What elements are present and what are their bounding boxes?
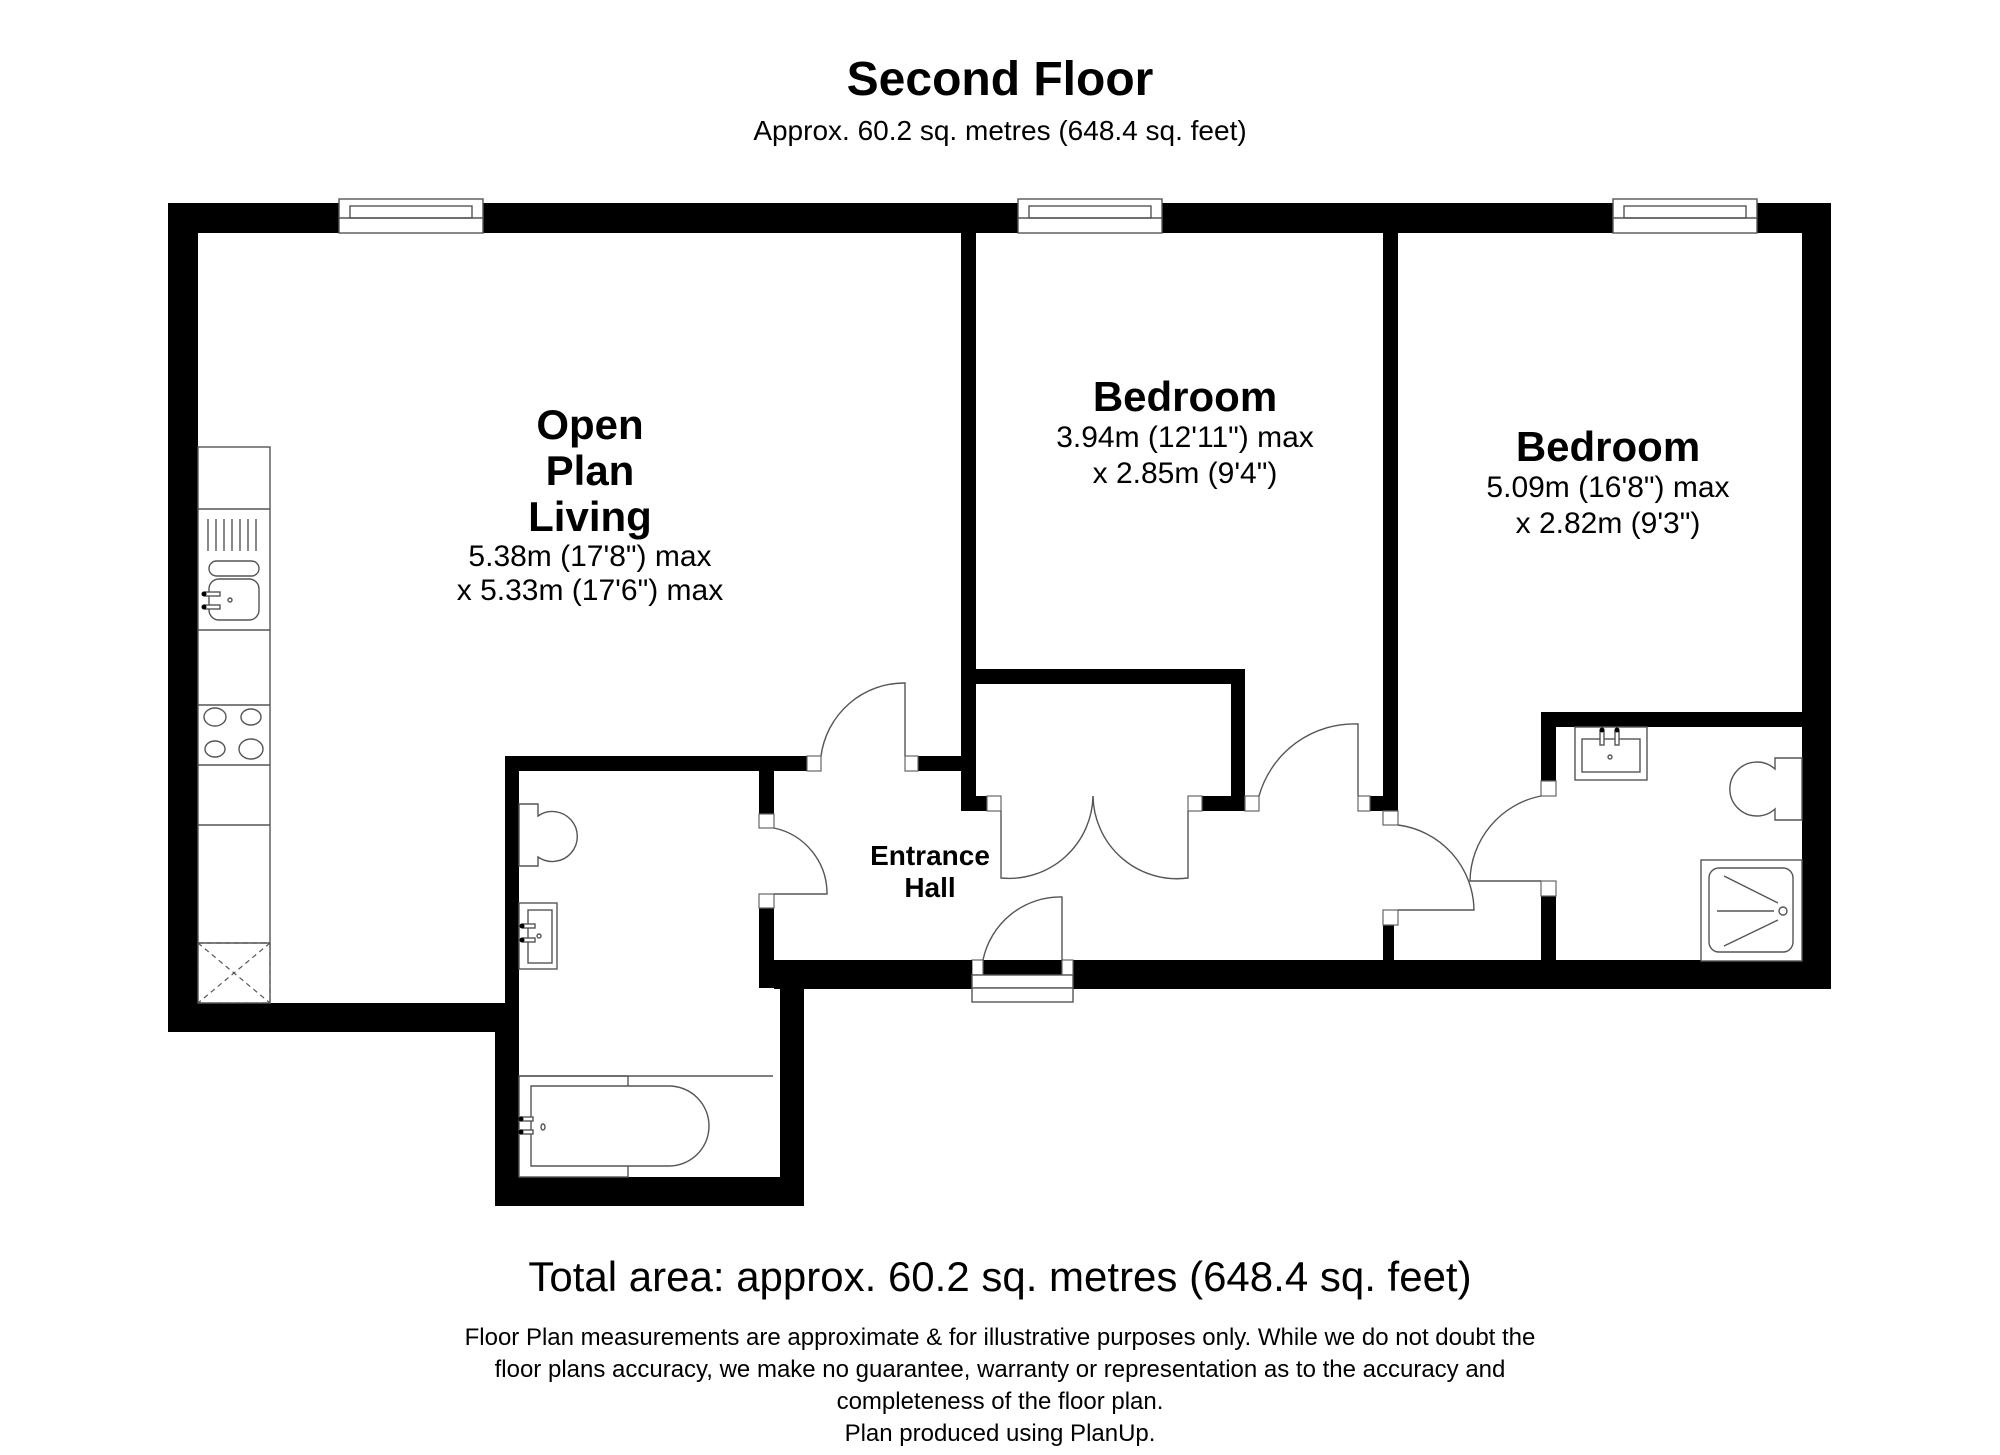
room-label-open-plan-living: Open Plan Living 5.38m (17'8") max x 5.3…	[400, 402, 780, 608]
plan-subtitle: Approx. 60.2 sq. metres (648.4 sq. feet)	[753, 115, 1247, 146]
door-bedroom-2[interactable]	[1382, 810, 1475, 926]
door-bathroom[interactable]	[758, 813, 828, 909]
room-dimensions: x 5.33m (17'6") max	[456, 574, 724, 607]
basin-icon-ensuite	[1574, 726, 1648, 781]
door-living[interactable]	[806, 682, 919, 772]
room-name: Bedroom	[1092, 373, 1278, 420]
plan-title: Second Floor	[846, 53, 1154, 106]
walls	[168, 203, 1831, 1206]
room-name: Entrance	[870, 840, 990, 871]
window-bedroom-1	[1017, 198, 1163, 234]
front-door[interactable]	[774, 896, 1074, 1003]
disclaimer-line: floor plans accuracy, we make no guarant…	[494, 1356, 1506, 1383]
room-dimensions: 5.09m (16'8") max	[1486, 471, 1730, 504]
basin-icon-bathroom	[518, 902, 558, 970]
disclaimer-line: Floor Plan measurements are approximate …	[464, 1324, 1536, 1351]
room-label-bedroom-1: Bedroom 3.94m (12'11") max x 2.85m (9'4"…	[1010, 374, 1360, 492]
window-living	[338, 198, 484, 234]
room-name: Bedroom	[1515, 423, 1701, 470]
room-dimensions: x 2.82m (9'3")	[1515, 507, 1701, 540]
kitchen-sink-icon	[201, 519, 260, 621]
toilet-icon-ensuite	[1729, 757, 1803, 821]
room-name: Hall	[904, 872, 956, 903]
bath-icon	[518, 1075, 773, 1178]
room-dimensions: x 2.85m (9'4")	[1092, 457, 1278, 490]
room-name: Living	[528, 493, 652, 540]
toilet-icon-bathroom	[518, 803, 578, 867]
door-bedroom-1[interactable]	[1244, 723, 1371, 812]
window-bedroom-2	[1612, 198, 1758, 234]
room-label-bedroom-2: Bedroom 5.09m (16'8") max x 2.82m (9'3")	[1433, 424, 1783, 542]
hob-icon	[203, 707, 264, 760]
room-dimensions: 3.94m (12'11") max	[1056, 421, 1314, 454]
room-label-entrance-hall: Entrance Hall	[830, 840, 1030, 904]
door-ensuite[interactable]	[1469, 780, 1557, 897]
appliance-space-icon	[197, 942, 271, 1004]
disclaimer-line: Plan produced using PlanUp.	[844, 1420, 1156, 1447]
disclaimer-line: completeness of the floor plan.	[836, 1388, 1164, 1415]
disclaimer: Floor Plan measurements are approximate …	[0, 1322, 2000, 1450]
room-name: Plan	[545, 447, 635, 494]
total-area: Total area: approx. 60.2 sq. metres (648…	[528, 1253, 1472, 1300]
double-door-cupboard[interactable]	[986, 795, 1203, 880]
shower-tray-icon	[1700, 859, 1803, 962]
room-name: Open	[536, 401, 644, 448]
room-dimensions: 5.38m (17'8") max	[468, 540, 712, 573]
